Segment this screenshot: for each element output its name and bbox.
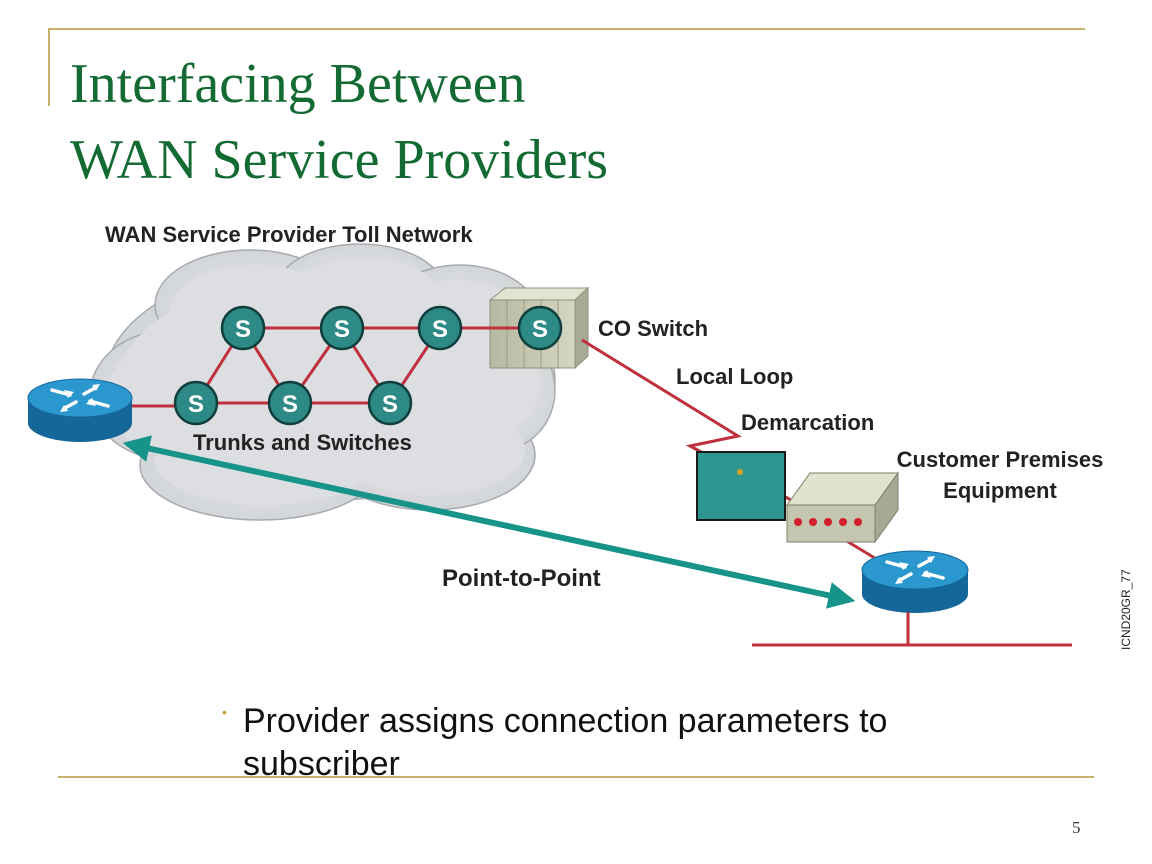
bullet-dot-icon: • (222, 704, 227, 720)
left-rule (48, 28, 50, 106)
switch-symbol: S (532, 316, 548, 343)
point-to-point-arrow (122, 435, 856, 609)
demarcation-box (696, 451, 786, 521)
top-rule (48, 28, 1085, 30)
switch-node: S (319, 305, 365, 351)
co-switch-label: CO Switch (598, 316, 708, 341)
switch-symbol: S (282, 391, 298, 418)
switch-node: S (173, 380, 219, 426)
trunks-label: Trunks and Switches (193, 430, 412, 455)
switch-node: S (220, 305, 266, 351)
switch-node: S (267, 380, 313, 426)
cpe-router-link (844, 538, 879, 562)
slide-title: Interfacing Between WAN Service Provider… (70, 46, 608, 198)
cpe-label-line2: Equipment (943, 478, 1057, 503)
switch-nodes: S S S S S S S (173, 305, 563, 426)
local-loop-label: Local Loop (676, 364, 793, 389)
figure-code: ICND20GR_77 (1119, 569, 1133, 650)
title-line-1: Interfacing Between (70, 53, 526, 115)
switch-node-co: S (517, 305, 563, 351)
switch-node: S (417, 305, 463, 351)
bullet-text: Provider assigns connection parameters t… (243, 702, 888, 783)
toll-network-cloud (89, 243, 556, 521)
demarcation-label: Demarcation (741, 410, 874, 435)
page-number: 5 (1072, 818, 1081, 837)
switch-symbol: S (188, 391, 204, 418)
cpe-label-line1: Customer Premises (897, 447, 1104, 472)
cloud-label: WAN Service Provider Toll Network (105, 222, 473, 247)
customer-router-icon (861, 550, 969, 613)
switch-symbol: S (334, 316, 350, 343)
switch-symbol: S (382, 391, 398, 418)
title-line-2: WAN Service Providers (70, 129, 609, 191)
switch-symbol: S (235, 316, 251, 343)
provider-router-icon (27, 378, 133, 442)
point-to-point-label: Point-to-Point (442, 565, 601, 592)
switch-symbol: S (432, 316, 448, 343)
cpe-device (786, 471, 899, 544)
switch-node: S (367, 380, 413, 426)
bottom-rule (58, 776, 1094, 778)
